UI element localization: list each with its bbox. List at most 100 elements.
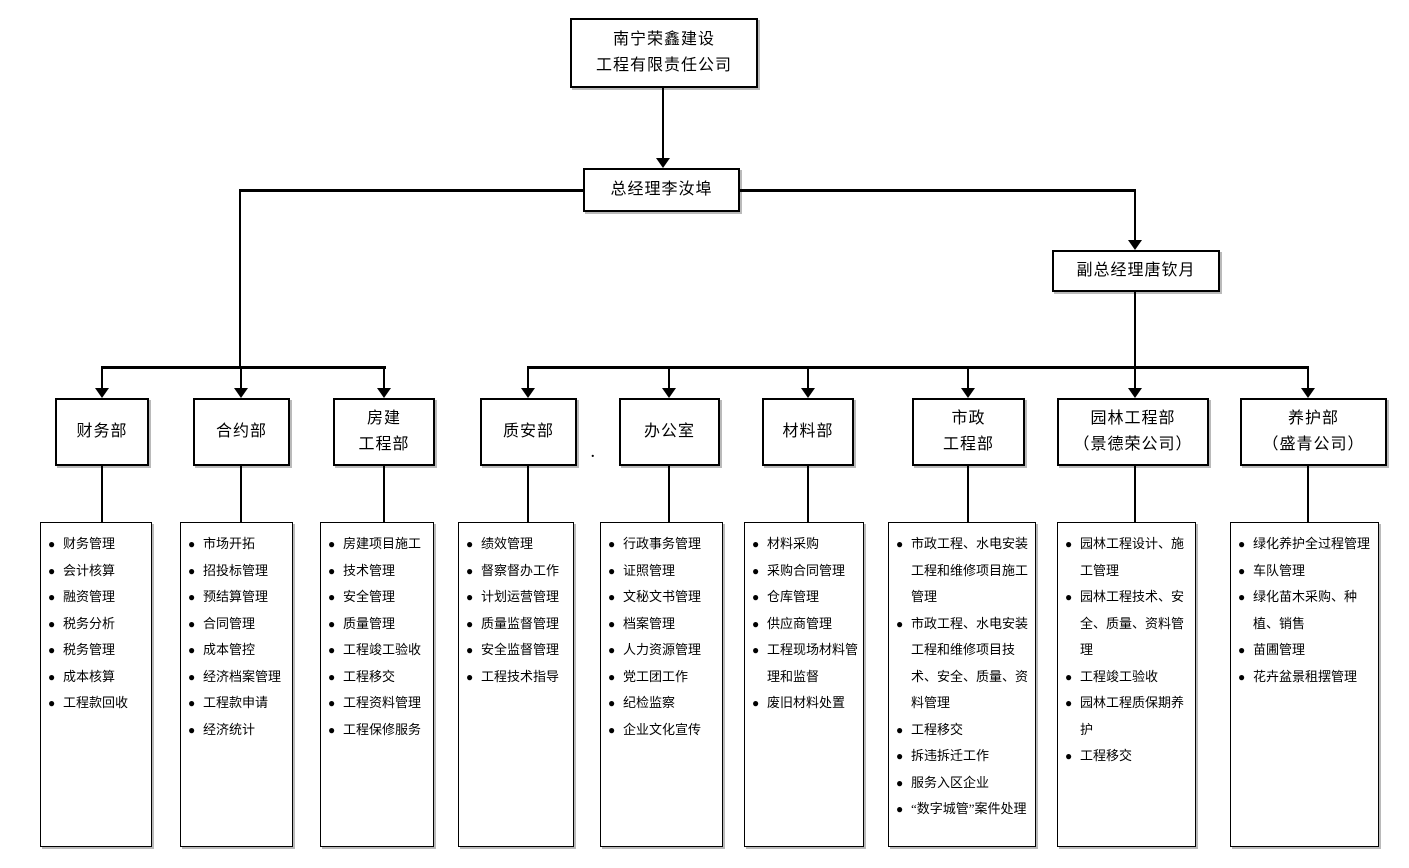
duty-text: 档案管理: [623, 615, 676, 631]
duty-item: ●融资管理: [48, 584, 146, 611]
department-title: 工程部: [358, 436, 410, 453]
duties-box: ●园林工程设计、施工管理●园林工程技术、安全、质量、资料管理●工程竣工验收●园林…: [1057, 522, 1196, 847]
bullet-icon: ●: [328, 563, 336, 578]
department-box: 财务部: [55, 398, 149, 466]
duty-text: 安全管理: [343, 589, 396, 604]
duty-item: ● 成本管控: [188, 637, 287, 664]
duty-text: 绩效管理: [481, 536, 534, 551]
arrow-down-icon: [662, 388, 676, 398]
bullet-icon: ●: [188, 563, 196, 578]
duty-text: 税务分析: [63, 615, 116, 631]
duty-text: 拆违拆迁工作: [911, 748, 990, 763]
company-name-line2: 工程有限责任公司: [595, 57, 732, 74]
duty-item: ●质量监督管理: [466, 611, 568, 638]
connector-bus-dept: [101, 366, 103, 388]
bullet-icon: ●: [188, 669, 196, 684]
bullet-icon: ●: [466, 643, 474, 657]
department-title: 园林工程部: [1090, 410, 1176, 427]
duty-item: ●会计核算: [48, 558, 146, 585]
bullet-icon: ●: [48, 643, 56, 657]
duty-text: 技术管理: [343, 562, 396, 578]
bullet-icon: ●: [48, 590, 56, 604]
bullet-icon: ●: [1238, 563, 1246, 578]
bullet-icon: ●: [48, 563, 56, 578]
duty-text: 仓库管理: [767, 589, 820, 604]
arrow-down-icon: [234, 388, 248, 398]
duties-box: ●绩效管理●督察督办工作●计划运营管理●质量监督管理●安全监督管理●工程技术指导: [458, 522, 574, 847]
connector-gm-deputy: [1134, 189, 1136, 241]
department-box: 合约部: [193, 398, 290, 466]
duty-item: ●党工团工作: [608, 664, 717, 691]
duty-text: 工程保修服务: [343, 721, 422, 737]
department-box: 养护部（盛青公司）: [1240, 398, 1387, 466]
duty-text: 园林工程技术、安全、质量、资料管理: [1080, 589, 1185, 657]
connector-dept-duties: [1307, 466, 1309, 522]
arrow-down-icon: [961, 388, 975, 398]
duty-text: 服务入区企业: [911, 774, 990, 790]
duty-item: ● 拆违拆迁工作: [896, 743, 1030, 770]
duty-item: ●房建项目施工: [328, 531, 428, 558]
bullet-icon: ●: [896, 749, 904, 763]
connector-bus-dept: [383, 366, 385, 388]
duty-item: ●绿化苗木采购、种植、销售: [1238, 584, 1373, 637]
duty-text: 工程移交: [343, 668, 396, 684]
connector-dept-duties: [101, 466, 103, 522]
duty-item: ●工程保修服务: [328, 717, 428, 744]
duty-item: ●绿化养护全过程管理: [1238, 531, 1373, 558]
duty-text: 成本核算: [63, 668, 116, 684]
bullet-icon: ●: [48, 616, 56, 631]
bullet-icon: ●: [896, 722, 904, 737]
bullet-icon: ●: [328, 696, 336, 710]
department-box: 质安部: [480, 398, 577, 466]
duty-text: 市场开拓: [203, 536, 256, 551]
bullet-icon: ●: [466, 563, 474, 578]
connector-dept-duties: [240, 466, 242, 522]
duty-item: ●档案管理: [608, 611, 717, 638]
bullet-icon: ●: [188, 722, 196, 737]
connector-deputy-rightbus: [1134, 292, 1136, 369]
duty-text: 工程竣工验收: [343, 642, 422, 657]
bullet-icon: ●: [752, 590, 760, 604]
arrow-down-icon: [377, 388, 391, 398]
duties-box: ●财务管理●会计核算●融资管理●税务分析●税务管理●成本核算●工程款回收: [40, 522, 152, 847]
duty-text: 督察督办工作: [481, 562, 560, 578]
duty-item: ● 企业文化宣传: [608, 717, 717, 744]
connector-bus-dept: [807, 366, 809, 388]
bullet-icon: ●: [188, 537, 196, 551]
duty-item: ●工程移交: [896, 717, 1030, 744]
bullet-icon: ●: [188, 696, 196, 710]
duty-text: 园林工程质保期养护: [1080, 695, 1185, 737]
arrow-down-icon: [521, 388, 535, 398]
duty-item: ●服务入区企业: [896, 770, 1030, 797]
bullet-icon: ●: [608, 722, 616, 737]
duties-box: ●房建项目施工●技术管理●安全管理●质量管理●工程竣工验收●工程移交●工程资料管…: [320, 522, 434, 847]
connector-dept-duties: [807, 466, 809, 522]
duties-box: ●绿化养护全过程管理●车队管理●绿化苗木采购、种植、销售●苗圃管理●花卉盆景租摆…: [1230, 522, 1379, 847]
duty-item: ●苗圃管理: [1238, 637, 1373, 664]
bullet-icon: ●: [608, 643, 616, 657]
duty-item: ● 技术管理: [328, 558, 428, 585]
bullet-icon: ●: [1238, 537, 1246, 551]
duty-item: ●工程款回收: [48, 690, 146, 717]
duty-item: ●采购合同管理: [752, 558, 858, 585]
duty-text: 市政工程、水电安装工程和维修项目施工管理: [911, 536, 1029, 604]
duty-text: 招投标管理: [203, 562, 269, 578]
duty-item: ●花卉盆景租摆管理: [1238, 664, 1373, 691]
bullet-icon: ●: [1065, 696, 1073, 710]
connector-bus-dept: [668, 366, 670, 388]
duty-item: ● 税务分析: [48, 611, 146, 638]
bullet-icon: ●: [752, 696, 760, 710]
bullet-icon: ●: [188, 643, 196, 657]
duty-item: ●预结算管理: [188, 584, 287, 611]
bullet-icon: ●: [188, 616, 196, 631]
connector-dept-duties: [668, 466, 670, 522]
duty-item: ●市政工程、水电安装工程和维修项目技术、安全、质量、资料管理: [896, 611, 1030, 717]
duty-text: 成本管控: [203, 642, 256, 657]
bus-line-left: [101, 366, 386, 369]
bullet-icon: ●: [328, 669, 336, 684]
department-box: 办公室: [619, 398, 720, 466]
duty-item: ●绩效管理: [466, 531, 568, 558]
duty-item: ●工程竣工验收: [328, 637, 428, 664]
duty-text: 企业文化宣传: [623, 721, 702, 737]
bus-line-right: [527, 366, 1309, 369]
